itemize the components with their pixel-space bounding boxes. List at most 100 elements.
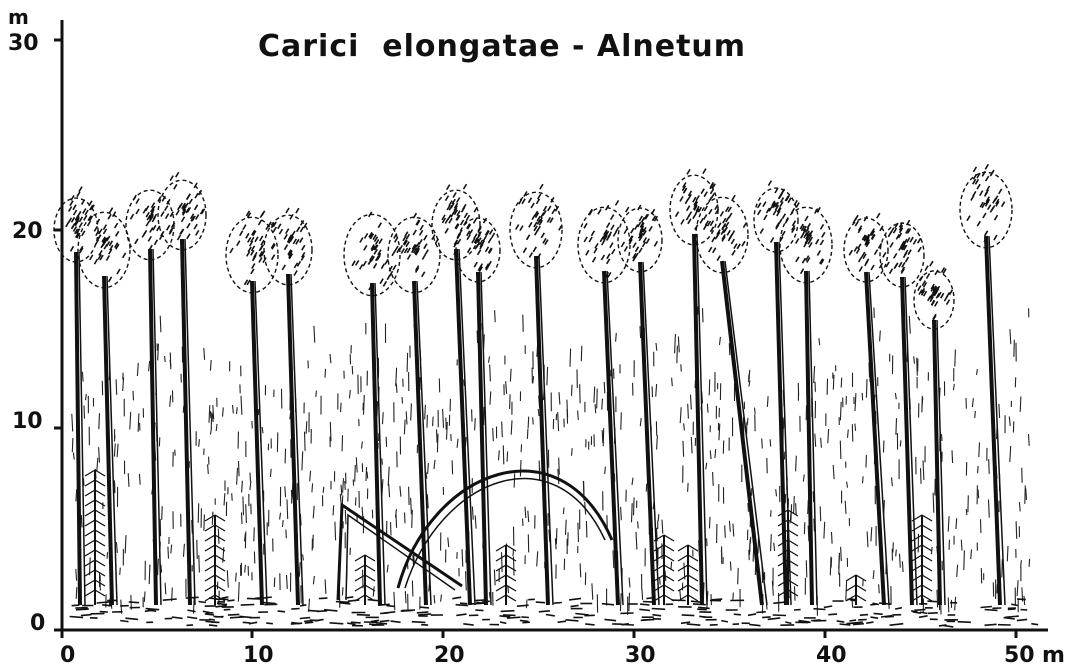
hatch-stroke bbox=[216, 424, 217, 431]
litter-stroke bbox=[768, 618, 781, 620]
hatch-stroke bbox=[114, 444, 115, 457]
crown-foliage-stroke bbox=[83, 209, 86, 214]
hatch-stroke bbox=[175, 450, 176, 456]
crown-foliage-stroke bbox=[374, 263, 377, 268]
hatch-stroke bbox=[437, 434, 438, 453]
hatch-stroke bbox=[306, 421, 307, 434]
litter-stroke bbox=[228, 600, 235, 601]
crown-foliage-stroke bbox=[364, 245, 367, 250]
sapling-branch bbox=[496, 585, 506, 591]
crown-foliage-stroke bbox=[176, 210, 179, 215]
crown-foliage-stroke bbox=[195, 193, 198, 198]
crown-foliage-stroke bbox=[760, 229, 763, 234]
hatch-stroke bbox=[171, 545, 172, 554]
litter-stroke bbox=[981, 607, 992, 608]
crown-foliage-stroke bbox=[451, 212, 454, 217]
crown-foliage-stroke bbox=[286, 229, 289, 234]
litter-stroke bbox=[380, 621, 390, 622]
litter-stroke bbox=[1011, 604, 1018, 605]
crown-foliage-stroke bbox=[470, 230, 473, 235]
alder-tree bbox=[578, 200, 630, 605]
crown-foliage-stroke bbox=[527, 235, 530, 240]
hatch-stroke bbox=[815, 434, 816, 447]
crown-foliage-stroke bbox=[297, 227, 300, 232]
hatch-stroke bbox=[680, 407, 681, 423]
crown-foliage-stroke bbox=[636, 247, 639, 252]
crown-foliage-stroke bbox=[419, 239, 422, 244]
crown-foliage-stroke bbox=[136, 199, 139, 204]
hatch-stroke bbox=[158, 559, 159, 576]
litter-stroke bbox=[300, 605, 306, 606]
hatch-stroke bbox=[76, 587, 77, 599]
sapling-branch bbox=[496, 565, 506, 571]
hatch-stroke bbox=[555, 538, 556, 549]
litter-stroke bbox=[456, 605, 468, 606]
hatch-stroke bbox=[510, 369, 511, 382]
hatch-stroke bbox=[896, 550, 897, 557]
crown-foliage-stroke bbox=[773, 210, 776, 215]
crown-foliage-stroke bbox=[801, 269, 804, 274]
sapling-branch bbox=[654, 565, 664, 571]
tree-layer bbox=[54, 164, 1012, 605]
litter-stroke bbox=[569, 598, 581, 600]
crown-foliage-stroke bbox=[94, 226, 97, 231]
crown-foliage-stroke bbox=[77, 192, 80, 197]
hatch-stroke bbox=[604, 382, 605, 393]
hatch-stroke bbox=[964, 550, 965, 570]
crown-foliage-stroke bbox=[123, 253, 126, 258]
hatch-stroke bbox=[839, 556, 840, 575]
litter-stroke bbox=[558, 621, 566, 622]
crown-foliage-stroke bbox=[796, 239, 799, 244]
sapling-branch bbox=[85, 550, 95, 556]
crown-foliage-stroke bbox=[272, 255, 275, 260]
hatch-stroke bbox=[720, 337, 721, 345]
crown-foliage-stroke bbox=[85, 210, 88, 215]
litter-stroke bbox=[914, 609, 925, 610]
hatch-stroke bbox=[921, 468, 922, 484]
crown-foliage-stroke bbox=[855, 215, 858, 220]
hatch-stroke bbox=[396, 514, 397, 528]
crown-foliage-stroke bbox=[422, 255, 425, 260]
sapling-branch bbox=[664, 565, 674, 571]
hatch-stroke bbox=[165, 583, 166, 595]
crown-foliage-stroke bbox=[631, 228, 634, 233]
hatch-stroke bbox=[933, 493, 934, 513]
crown-foliage-stroke bbox=[529, 253, 532, 258]
litter-stroke bbox=[605, 619, 617, 620]
crown-foliage-stroke bbox=[474, 207, 477, 212]
litter-stroke bbox=[546, 615, 555, 616]
litter-stroke bbox=[850, 600, 856, 601]
crown-foliage-stroke bbox=[971, 196, 974, 201]
sapling-branch bbox=[355, 555, 365, 561]
crown-foliage-stroke bbox=[646, 239, 649, 244]
crown-foliage-stroke bbox=[687, 169, 690, 174]
litter-stroke bbox=[928, 613, 938, 614]
hatch-stroke bbox=[366, 467, 367, 481]
crown-foliage-stroke bbox=[94, 259, 97, 264]
crown-foliage-stroke bbox=[734, 244, 737, 249]
hatch-stroke bbox=[120, 568, 121, 575]
hatch-stroke bbox=[139, 474, 140, 485]
crown-foliage-stroke bbox=[524, 192, 527, 197]
hatch-stroke bbox=[302, 451, 303, 470]
crown-foliage-stroke bbox=[854, 247, 857, 252]
crown-foliage-stroke bbox=[261, 240, 264, 245]
crown-foliage-stroke bbox=[621, 242, 624, 247]
hatch-stroke bbox=[402, 397, 403, 403]
litter-stroke bbox=[871, 617, 879, 618]
litter-stroke bbox=[575, 614, 588, 615]
crown-foliage-stroke bbox=[408, 255, 411, 260]
crown-foliage-stroke bbox=[611, 215, 614, 220]
crown-foliage-stroke bbox=[985, 231, 988, 236]
litter-stroke bbox=[849, 620, 856, 621]
alder-tree bbox=[844, 213, 889, 605]
hatch-stroke bbox=[833, 465, 834, 479]
hatch-stroke bbox=[528, 511, 529, 522]
crown-foliage-stroke bbox=[600, 237, 603, 242]
crown-foliage-stroke bbox=[713, 248, 716, 253]
sapling-branch bbox=[205, 535, 215, 541]
x-tick-label-40: 40 bbox=[816, 643, 847, 668]
sapling-branch bbox=[95, 540, 105, 546]
litter-stroke bbox=[81, 615, 92, 616]
litter-stroke bbox=[571, 605, 579, 606]
